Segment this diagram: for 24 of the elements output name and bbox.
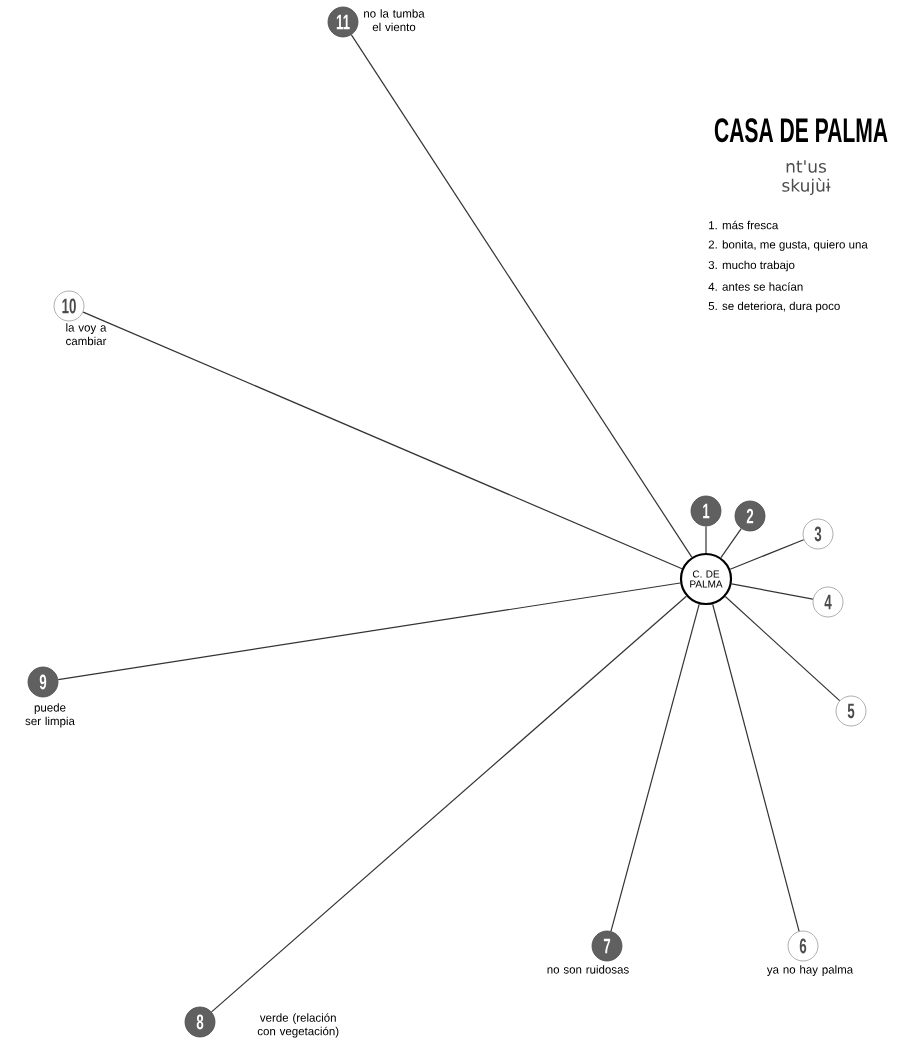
connector-line <box>610 603 700 932</box>
caption-text: puede ser limpia <box>25 703 75 728</box>
connector-line <box>82 311 683 570</box>
connector-line <box>720 528 742 559</box>
connector-line <box>724 595 841 702</box>
connector-line <box>712 603 800 932</box>
connector-line <box>731 583 814 600</box>
connector-line <box>211 595 687 1013</box>
subtitle: nt'us skujùɨ <box>782 160 831 196</box>
connector-line <box>729 539 805 570</box>
connector-line <box>57 582 681 681</box>
title: CASA DE PALMA <box>714 118 888 143</box>
list-item: 5. se deteriora, dura poco <box>708 301 840 313</box>
list-item: 4. antes se hacían <box>708 282 803 291</box>
caption-text: no son ruidosas <box>547 965 629 974</box>
list-item: 1. más fresca <box>709 220 779 230</box>
list-item: 3. mucho trabajo <box>708 260 795 272</box>
connector-line <box>350 34 693 558</box>
caption-text: verde (relación con vegetación) <box>257 1013 339 1038</box>
list-item: 2. bonita, me gusta, quiero una <box>708 240 868 251</box>
connector-line <box>705 525 707 554</box>
caption-text: no la tumba el viento <box>364 9 425 32</box>
caption-text: la voy a cambiar <box>66 323 107 346</box>
caption-text: ya no hay palma <box>766 965 854 976</box>
